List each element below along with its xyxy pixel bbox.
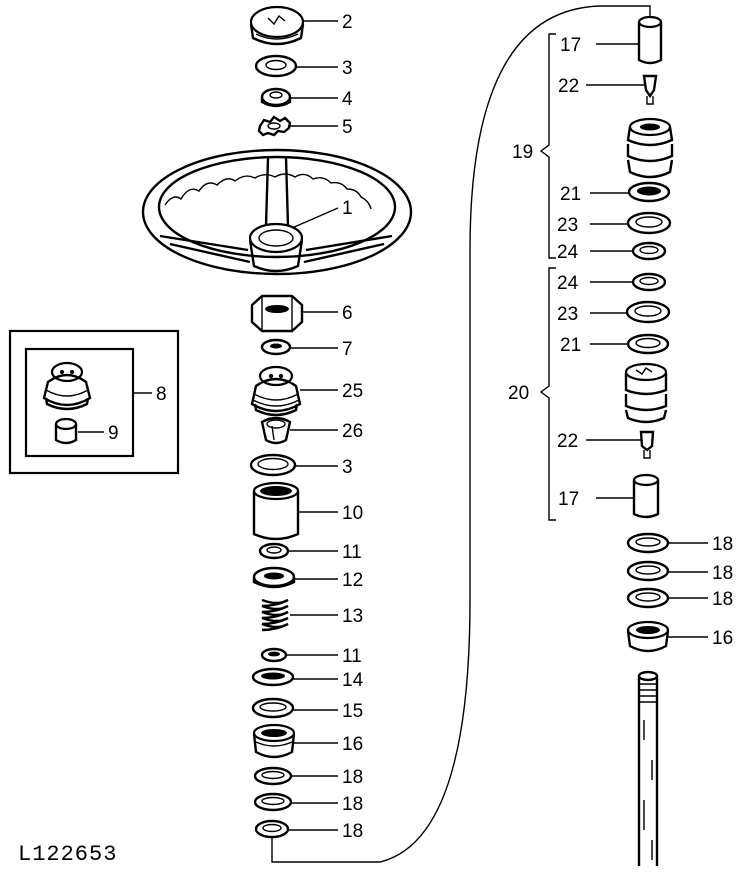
part-22-pin-upper — [642, 74, 658, 105]
callout-18-left-1: 18 — [342, 767, 363, 788]
part-14-washer — [251, 667, 295, 687]
callout-23-upper: 23 — [557, 215, 578, 236]
figure-id-label: L122653 — [18, 842, 118, 867]
callout-16-left: 16 — [342, 734, 363, 755]
part-12-washer — [252, 566, 296, 589]
callout-4: 4 — [342, 89, 353, 110]
part-26-collet — [260, 416, 292, 445]
callout-12: 12 — [342, 570, 363, 591]
part-11-snap-ring-upper — [258, 542, 290, 560]
callout-2: 2 — [342, 12, 353, 33]
part-11-snap-ring-lower — [260, 647, 288, 663]
part-18-shim-left-1 — [253, 766, 293, 786]
steering-shaft — [637, 670, 659, 866]
part-18-shim-right-3 — [626, 587, 670, 609]
shaft-connector-line — [271, 5, 651, 863]
part-25-hub-assembly — [250, 365, 302, 417]
callout-19: 19 — [512, 142, 533, 163]
part-24-ring-lower — [631, 272, 667, 292]
part-19-control-spool — [626, 117, 674, 179]
part-22-pin-lower — [639, 430, 655, 459]
part-18-shim-right-1 — [626, 532, 670, 554]
callout-18-left-2: 18 — [342, 794, 363, 815]
callout-9: 9 — [108, 423, 119, 444]
callout-16-right: 16 — [712, 628, 733, 649]
callout-25: 25 — [342, 381, 363, 402]
part-16-bearing-right — [626, 620, 670, 653]
callout-1: 1 — [342, 198, 353, 219]
callout-14: 14 — [342, 670, 364, 691]
part-15-washer — [251, 697, 295, 719]
callout-24-lower: 24 — [557, 273, 579, 294]
callout-7: 7 — [342, 339, 353, 360]
callout-11-upper: 11 — [342, 542, 362, 563]
part-7-washer — [260, 338, 292, 356]
part-16-bearing-left — [252, 723, 296, 759]
callout-8: 8 — [156, 384, 167, 405]
callout-18-right-2: 18 — [712, 563, 733, 584]
part-10-bushing — [252, 481, 300, 541]
callout-22-upper: 22 — [558, 76, 579, 97]
part-3-washer-top — [254, 54, 298, 78]
callout-20: 20 — [508, 383, 529, 404]
part-1-steering-wheel — [141, 148, 413, 276]
callout-3-lower: 3 — [342, 457, 353, 478]
part-21-seal-lower — [626, 333, 670, 355]
part-2-horn-cap — [249, 5, 305, 46]
part-23-washer-lower — [625, 300, 671, 324]
callout-21-upper: 21 — [560, 184, 581, 205]
part-17-sleeve-lower — [632, 473, 660, 519]
callout-15: 15 — [342, 701, 363, 722]
callout-5: 5 — [342, 117, 353, 138]
part-21-seal-upper — [627, 181, 671, 203]
callout-18-right-1: 18 — [712, 534, 733, 555]
part-4-nut — [260, 87, 292, 108]
part-18-shim-left-3 — [254, 819, 290, 839]
callout-18-right-3: 18 — [712, 589, 733, 610]
callout-17-lower: 17 — [558, 489, 579, 510]
callout-22-lower: 22 — [557, 431, 578, 452]
callout-18-left-3: 18 — [342, 821, 363, 842]
part-24-ring-upper — [631, 241, 667, 261]
part-18-shim-right-2 — [626, 560, 670, 582]
part-20-valve-body — [624, 362, 668, 424]
inset-alternative-hub — [8, 329, 180, 475]
callout-10: 10 — [342, 503, 363, 524]
callout-26: 26 — [342, 421, 363, 442]
callout-21-lower: 21 — [560, 335, 581, 356]
callout-23-lower: 23 — [557, 304, 578, 325]
callout-6: 6 — [342, 303, 353, 324]
part-13-spring — [261, 598, 289, 632]
callout-3-top: 3 — [342, 58, 353, 79]
part-5-lock-washer — [257, 115, 292, 137]
callout-11-lower: 11 — [342, 646, 362, 667]
part-17-sleeve-upper — [637, 15, 663, 65]
group-19-bracket — [539, 33, 556, 259]
callout-17-upper: 17 — [560, 35, 581, 56]
part-18-shim-left-2 — [253, 792, 293, 812]
callout-24-upper: 24 — [557, 242, 579, 263]
group-20-bracket — [539, 267, 556, 521]
part-3-washer-lower — [249, 453, 297, 477]
callout-13: 13 — [342, 606, 363, 627]
part-6-hex-nut — [250, 294, 304, 333]
part-23-washer-upper — [626, 211, 672, 235]
